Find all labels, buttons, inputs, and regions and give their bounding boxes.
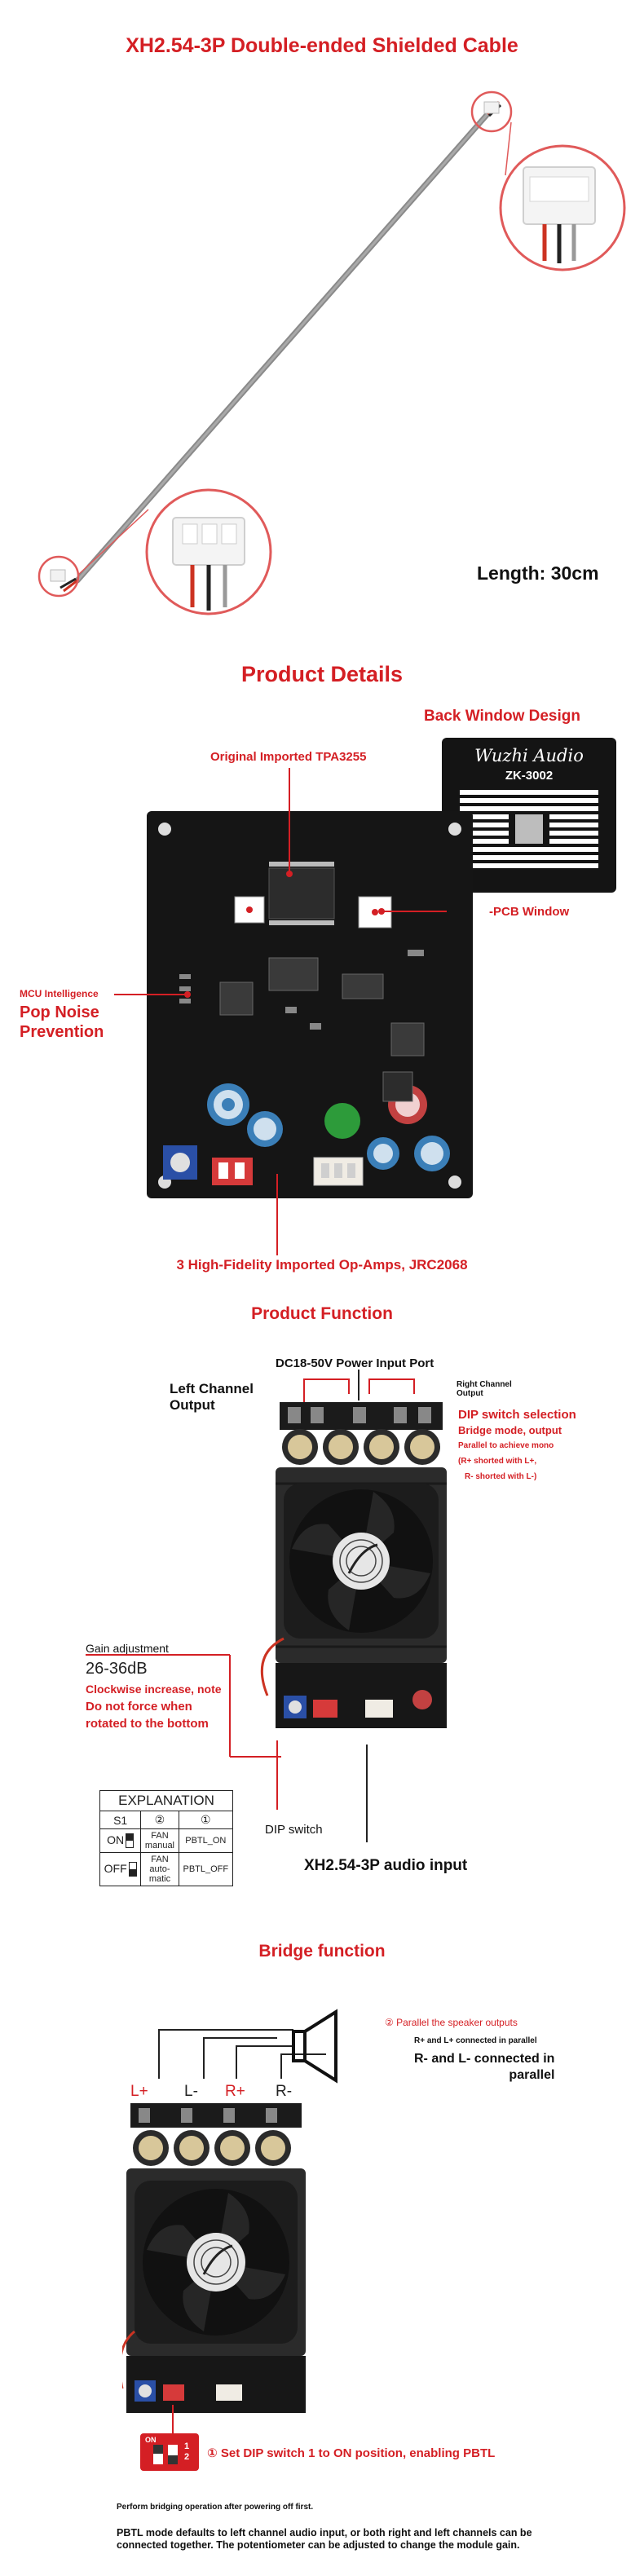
bridge-note-1: Perform bridging operation after powerin…	[117, 2503, 314, 2512]
dip-switch-2	[168, 2445, 178, 2464]
explanation-title: EXPLANATION	[99, 1790, 233, 1811]
exp-fan-auto-3: matic	[148, 1874, 171, 1884]
parallel-plus-label: R+ and L+ connected in parallel	[414, 2036, 537, 2045]
pop-noise-line2: Prevention	[20, 1023, 104, 1041]
exp-fan-auto-1: FAN	[151, 1855, 169, 1864]
vent-slots	[460, 790, 598, 868]
exp-header-2: ②	[140, 1811, 179, 1829]
left-output-label: Left Channel Output	[170, 1381, 254, 1414]
pop-noise-label: Pop Noise Prevention	[20, 1003, 104, 1042]
right-output-line2: Output	[457, 1389, 483, 1398]
dip-on-label: ON	[145, 2436, 157, 2444]
exp-pbtl-off: PBTL_OFF	[178, 1852, 234, 1886]
dip-sel-line4: (R+ shorted with L+,	[458, 1457, 537, 1466]
bridge-note-2-line2: connected together. The potentiometer ca…	[117, 2539, 520, 2551]
switch-off-icon	[128, 1862, 137, 1877]
bridge-note-2: PBTL mode defaults to left channel audio…	[117, 2527, 638, 2552]
exp-on-label: ON	[107, 1833, 125, 1846]
cable-length-label: Length: 30cm	[477, 562, 599, 584]
pop-noise-line1: Pop Noise	[20, 1003, 99, 1021]
dip-numbers: 1 2	[184, 2441, 189, 2463]
dip-switch-icon: ON 1 2	[140, 2433, 199, 2471]
cable-title: XH2.54-3P Double-ended Shielded Cable	[126, 34, 518, 57]
opamp-label: 3 High-Fidelity Imported Op-Amps, JRC206…	[176, 1257, 468, 1273]
tpa-label: Original Imported TPA3255	[210, 750, 367, 764]
back-window-label: Back Window Design	[424, 708, 580, 725]
xh-input-label: XH2.54-3P audio input	[304, 1857, 468, 1874]
exp-on-cell: ON	[99, 1828, 142, 1853]
gain-note1: Clockwise increase, note	[86, 1683, 222, 1696]
pcb-window-text: PCB Window	[493, 905, 570, 919]
parallel-minus-line1: R- and L- connected in	[414, 2052, 555, 2066]
details-title: Product Details	[240, 662, 404, 686]
cable-illustration	[37, 90, 626, 615]
dip-selection-note: DIP switch selection Bridge mode, output…	[458, 1407, 576, 1484]
exp-header-s1: S1	[99, 1811, 142, 1829]
terminal-lminus: L-	[184, 2083, 198, 2100]
brand-model: ZK-3002	[505, 769, 554, 783]
bridge-amplifier-module	[122, 2103, 306, 2413]
amplifier-module	[260, 1370, 447, 1728]
exp-pbtl-on: PBTL_ON	[178, 1828, 234, 1853]
bridge-title: Bridge function	[258, 1942, 386, 1961]
exp-header-1: ①	[178, 1811, 234, 1829]
dip-sel-line3: Parallel to achieve mono	[458, 1441, 554, 1450]
switch-on-icon	[126, 1833, 135, 1849]
gain-note2: Do not force when	[86, 1700, 192, 1714]
dip-sel-title: DIP switch selection	[458, 1408, 576, 1422]
dip-sel-line2: Bridge mode, output	[458, 1424, 562, 1436]
exp-fan-manual-1: FAN	[151, 1831, 169, 1841]
function-title: Product Function	[251, 1304, 393, 1323]
gain-note3: rotated to the bottom	[86, 1717, 209, 1731]
dip-sel-line5: R- shorted with L-)	[465, 1472, 537, 1481]
exp-fan-auto-2: auto-	[149, 1864, 170, 1874]
gain-range: 26-36dB	[86, 1660, 148, 1678]
dc-input-label: DC18-50V Power Input Port	[276, 1356, 434, 1370]
parallel-speaker-label: ② Parallel the speaker outputs	[385, 2017, 518, 2028]
gain-title: Gain adjustment	[86, 1642, 169, 1655]
left-output-line2: Output	[170, 1397, 215, 1413]
pcb-board	[147, 811, 473, 1198]
dip-num-2: 2	[184, 2452, 190, 2462]
right-output-label: Right Channel Output	[457, 1380, 512, 1398]
bridge-note-2-line1: PBTL mode defaults to left channel audio…	[117, 2527, 532, 2539]
exp-fan-manual-2: manual	[144, 1841, 174, 1850]
right-output-line1: Right Channel	[457, 1380, 512, 1389]
exp-off-cell: OFF	[99, 1852, 142, 1886]
dip-switch-1	[153, 2445, 163, 2464]
parallel-minus-line2: parallel	[509, 2068, 555, 2082]
exp-off-label: OFF	[104, 1861, 127, 1875]
gain-adjustment-note: Gain adjustment 26-36dB Clockwise increa…	[86, 1640, 222, 1732]
terminal-rplus: R+	[225, 2083, 245, 2100]
dip-switch-label: DIP switch	[265, 1823, 323, 1837]
terminal-lplus: L+	[130, 2083, 148, 2100]
mcu-label: MCU Intelligence	[20, 988, 99, 999]
dip-leader	[172, 2405, 174, 2433]
function-leaders	[86, 1654, 368, 1842]
terminal-rminus: R-	[276, 2083, 293, 2100]
dip-num-1: 1	[184, 2441, 190, 2451]
left-output-line1: Left Channel	[170, 1381, 254, 1396]
details-leaders	[114, 768, 447, 1255]
bridge-step-text: ① Set DIP switch 1 to ON position, enabl…	[207, 2446, 496, 2460]
brand-logo: Wuzhi Audio	[474, 746, 584, 765]
pcb-window-label: -PCB Window	[489, 905, 570, 919]
parallel-minus-label: R- and L- connected in parallel	[414, 2051, 554, 2084]
bridge-wiring	[158, 2009, 337, 2084]
